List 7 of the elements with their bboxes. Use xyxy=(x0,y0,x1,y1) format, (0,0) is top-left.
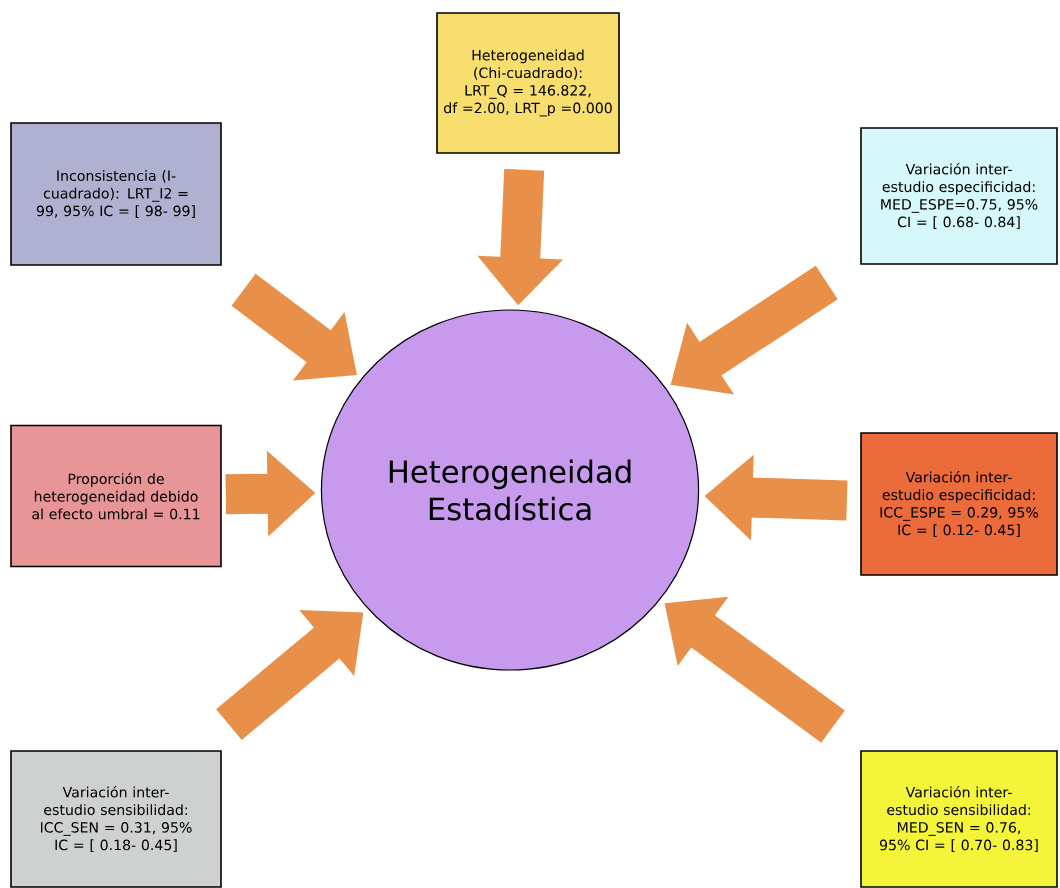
text-box: Variación inter- estudio especificidad: MED_ESPE=0.75, 95% CI = [ 0.68- 0.84] xyxy=(860,127,1058,265)
text-box: Proporción de heterogeneidad debido al efecto umbral = 0.11 xyxy=(10,424,222,568)
text-box: Inconsistencia (I-cuadrado): LRT_I2 = 99, 95% IC = [ 98- 99] xyxy=(10,122,222,266)
text-box: Variación inter- estudio sensibilidad: MED_SEN = 0.76, 95% CI = [ 0.70- 0.83] xyxy=(860,750,1058,888)
text-box: Variación inter- estudio sensibilidad: ICC_SEN = 0.31, 95% IC = [ 0.18- 0.45] xyxy=(10,750,222,888)
text-box: Heterogeneidad (Chi-cuadrado): LRT_Q = 146.822, df =2.00, LRT_p =0.000 xyxy=(436,12,620,154)
text-box: Variación inter- estudio especificidad: ICC_ESPE = 0.29, 95% IC = [ 0.12- 0.45] xyxy=(860,432,1058,576)
